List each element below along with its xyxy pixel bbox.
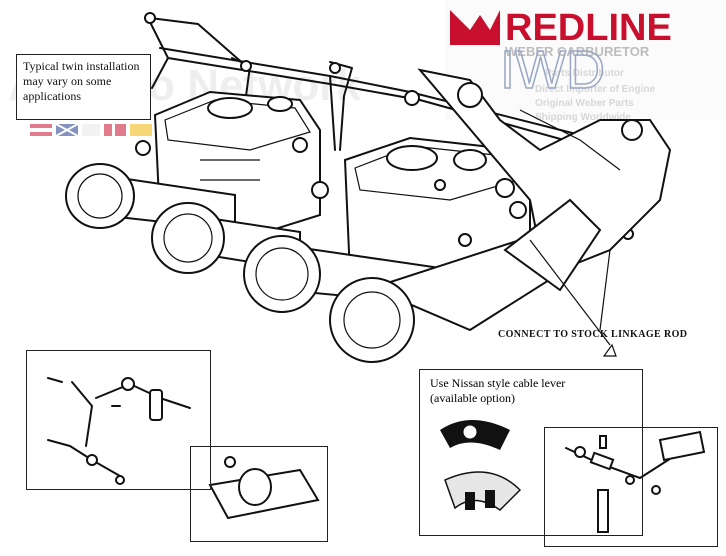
iwd-initials: IWD: [500, 40, 605, 100]
velocity-stack-2: [151, 202, 225, 274]
velocity-stacks: [65, 163, 602, 363]
panel-exploded-linkage: [26, 350, 211, 490]
leader-arrow: [602, 343, 617, 357]
panel-shaft-collar: [190, 446, 328, 542]
redline-line-2: Direct Importer of Engine: [535, 84, 655, 95]
leader-line-2: [599, 249, 611, 331]
leader-line-1: [529, 239, 611, 346]
flag-strip: [30, 123, 152, 137]
redline-logo: REDLINE WEBER CARBURETOR Parts Distribut…: [445, 0, 726, 123]
cable-lever-note-line2: (available option): [430, 391, 515, 405]
installation-note-text: Typical twin installation may vary on so…: [23, 59, 140, 103]
installation-note: Typical twin installation may vary on so…: [16, 54, 151, 120]
velocity-stack-4: [329, 277, 415, 363]
cable-lever-note-line1: Use Nissan style cable lever: [430, 376, 566, 390]
redline-line-1: Parts Distributor: [545, 68, 624, 79]
redline-line-3: Original Weber Parts: [535, 98, 634, 109]
cable-lever-note: Use Nissan style cable lever (available …: [430, 376, 630, 406]
velocity-stack-1: [65, 163, 135, 229]
redline-brand-text: REDLINE: [505, 7, 672, 49]
shaft-collar-detail: [208, 456, 320, 520]
stock-linkage-label: CONNECT TO STOCK LINKAGE ROD: [498, 329, 688, 340]
redline-crown-icon: [450, 10, 500, 45]
cable-lever-detail: [440, 420, 522, 511]
velocity-stack-3: [243, 235, 321, 313]
redline-sub-text: WEBER CARBURETOR: [505, 44, 650, 59]
redline-line-4: Shipping Worldwide: [535, 112, 631, 123]
panel-linkage-parts: [544, 427, 718, 547]
exploded-linkage-parts: [47, 377, 191, 485]
linkage-small-parts: [565, 430, 706, 533]
panel-cable-lever: [419, 369, 643, 536]
